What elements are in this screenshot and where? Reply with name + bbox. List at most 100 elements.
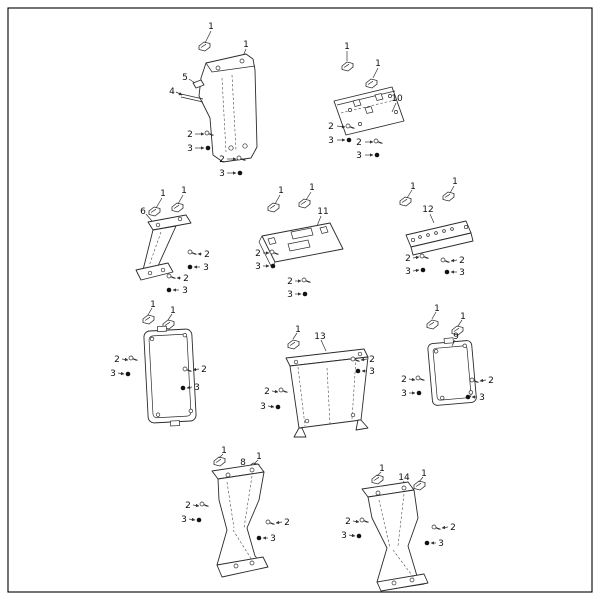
callout-label-3: 3 — [187, 144, 193, 154]
bolt-hole — [304, 418, 310, 424]
callout-label-1: 1 — [421, 469, 427, 479]
callout-label-3: 3 — [341, 531, 347, 541]
bolt-hole — [233, 563, 239, 569]
screw-part — [440, 257, 450, 264]
leader-line — [431, 311, 437, 320]
callout-label-9: 9 — [453, 332, 459, 342]
leader-line — [188, 78, 196, 84]
screw-part — [278, 387, 288, 394]
screw-part — [419, 253, 429, 260]
callout-label-2: 2 — [255, 249, 261, 259]
retainer-clip-part — [142, 314, 155, 325]
bolt-hole — [182, 333, 188, 338]
part-group-panel: 1 1 2 3 2 3 — [110, 300, 207, 427]
clip-seat — [267, 237, 277, 245]
part-group-14: 1 1 14 2 3 2 3 — [341, 464, 456, 592]
callout-label-6: 6 — [140, 207, 146, 217]
callout-label-10: 10 — [391, 94, 403, 104]
bolt-hole — [249, 467, 255, 473]
screw-part — [128, 355, 138, 362]
leader-line — [147, 307, 153, 316]
part-flange — [410, 232, 474, 256]
retainer-clip-part — [267, 202, 280, 213]
callout-label-3: 3 — [110, 369, 116, 379]
perforation — [418, 235, 422, 239]
leader-line — [177, 194, 184, 205]
leader-line — [441, 525, 449, 530]
callout-label-1: 1 — [410, 182, 416, 192]
bolt-hole — [357, 351, 363, 357]
leader-line — [204, 30, 212, 44]
callout-label-2: 2 — [183, 274, 189, 284]
part-web — [289, 356, 369, 429]
hidden-line — [148, 231, 162, 267]
part-group-5: 1 1 5 4 2 3 2 3 — [169, 22, 258, 179]
mount-tab — [443, 337, 454, 344]
callout-label-3: 3 — [260, 402, 266, 412]
hidden-line — [226, 475, 253, 561]
bolt-hole — [358, 122, 362, 126]
retainer-clip-part — [413, 480, 426, 491]
bolt-hole — [468, 390, 474, 395]
nut-part — [205, 145, 211, 151]
leader-line — [186, 385, 193, 390]
retainer-clip-part — [287, 339, 300, 350]
nut-part — [180, 385, 186, 391]
callout-label-2: 2 — [204, 250, 210, 260]
callout-label-1: 1 — [221, 446, 227, 456]
part-web — [142, 225, 177, 271]
callout-label-8: 8 — [240, 458, 246, 468]
bolt-hole — [155, 222, 161, 228]
callout-label-11: 11 — [317, 207, 328, 217]
leader-line — [457, 319, 463, 327]
part-inner-frame — [148, 333, 192, 419]
callout-label-3: 3 — [270, 534, 276, 544]
callout-label-1: 1 — [344, 42, 350, 52]
callout-label-3: 3 — [287, 290, 293, 300]
leader-line — [253, 459, 259, 465]
leader-line — [121, 357, 129, 362]
leader-line — [145, 213, 153, 222]
bolt-hole — [350, 412, 356, 418]
hidden-line — [297, 357, 357, 427]
screw-part — [187, 249, 197, 256]
callout-label-5: 5 — [182, 73, 188, 83]
panel-body — [427, 337, 477, 406]
bolt-hole — [147, 270, 153, 276]
bolt-hole — [188, 408, 194, 414]
bolt-hole — [160, 267, 166, 273]
screw-part — [431, 524, 441, 531]
part-edge — [336, 90, 396, 106]
leader-line — [305, 191, 312, 201]
bolt-hole — [462, 343, 467, 348]
callout-label-2: 2 — [284, 518, 290, 528]
callout-label-1: 1 — [375, 59, 381, 69]
nut-part — [420, 267, 426, 273]
hidden-line — [378, 493, 415, 579]
retainer-clip-part — [341, 61, 354, 72]
panel-body — [143, 325, 197, 427]
bolt-hole — [293, 359, 299, 365]
leader-line — [267, 404, 275, 409]
callout-label-13: 13 — [314, 332, 325, 342]
leader-line — [352, 519, 360, 524]
bolt-hole — [215, 65, 221, 71]
clip-seat — [374, 93, 384, 101]
part-group-10: 1 1 10 2 3 2 3 — [328, 42, 405, 161]
part-group-9: 1 1 9 2 3 2 3 — [401, 304, 494, 406]
bolt-hole — [463, 224, 469, 230]
nut-part — [355, 368, 361, 374]
mount-tab — [169, 420, 180, 427]
perforation — [442, 229, 446, 233]
callout-label-2: 2 — [488, 376, 494, 386]
callout-label-2: 2 — [345, 517, 351, 527]
nut-part — [196, 517, 202, 523]
bolt-hole — [401, 485, 407, 491]
callout-label-2: 2 — [459, 256, 465, 266]
part-foot — [216, 556, 269, 578]
callout-label-4: 4 — [169, 87, 175, 97]
nut-part — [356, 533, 362, 539]
leader-line — [155, 197, 163, 209]
bolt-hole — [394, 110, 398, 114]
nut-part — [465, 394, 471, 400]
